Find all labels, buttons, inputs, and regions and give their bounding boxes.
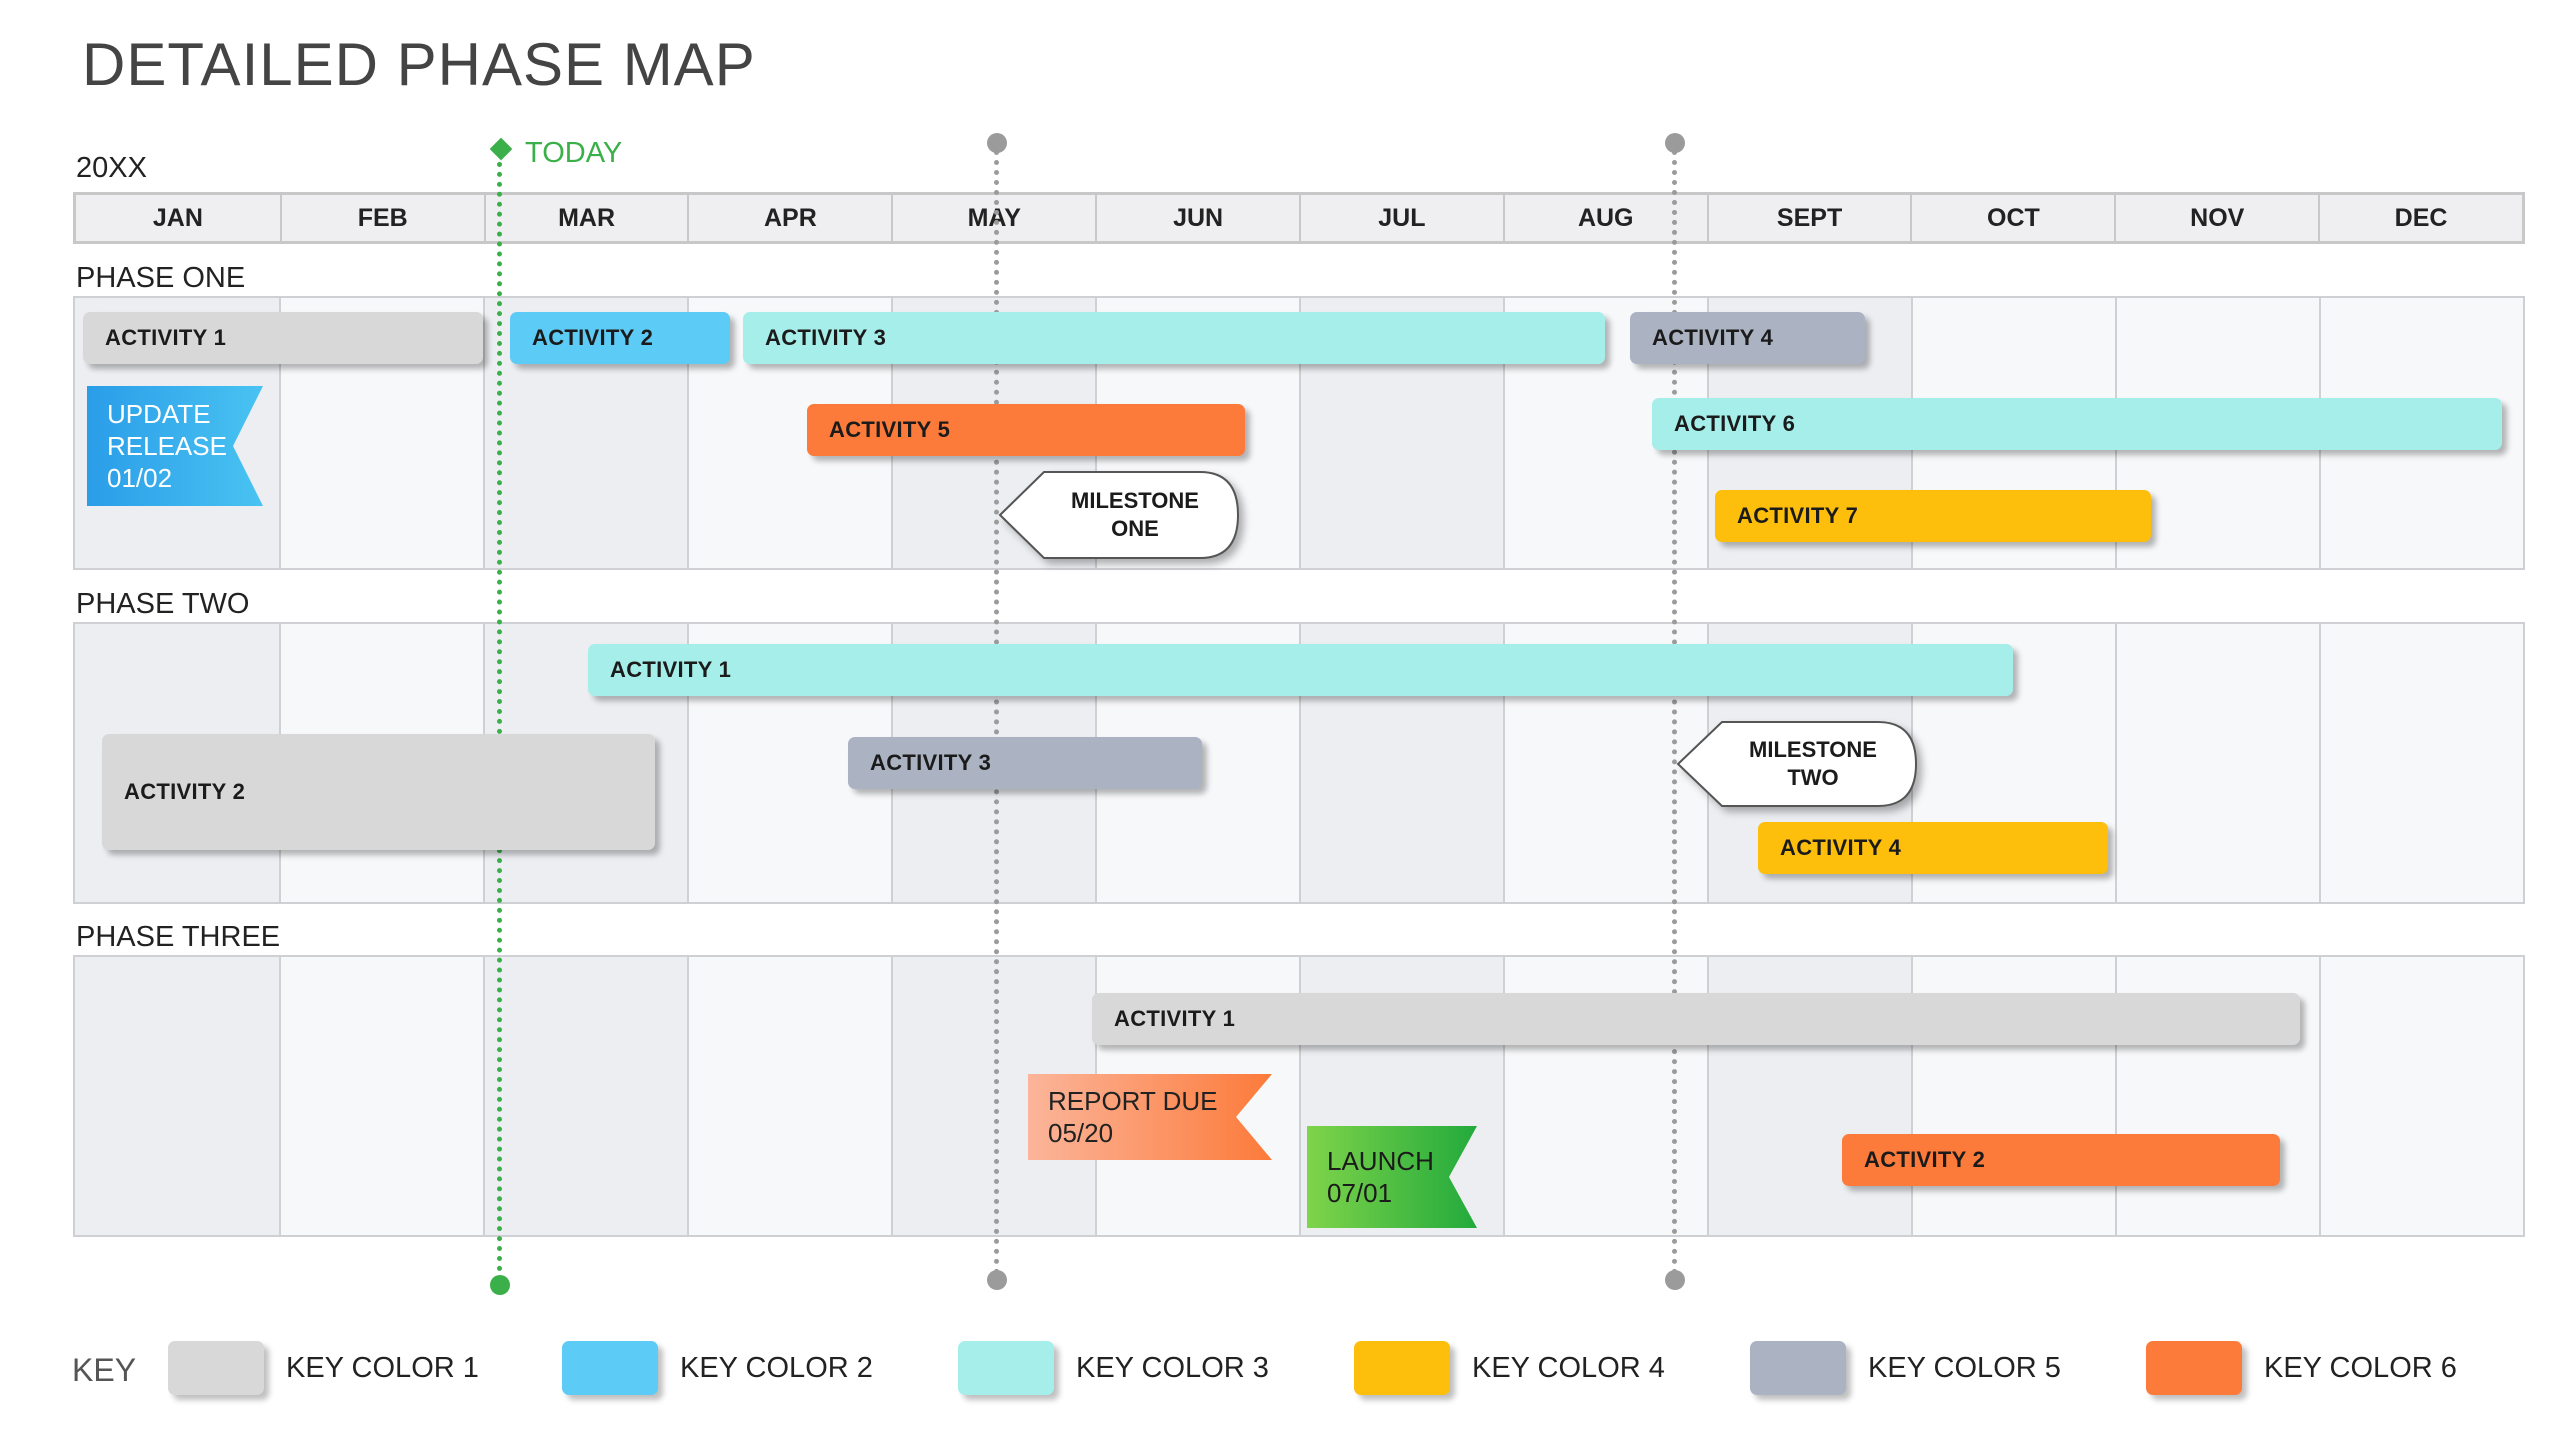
update-release-text: UPDATE RELEASE 01/02: [107, 399, 227, 493]
phase-one-activity-2[interactable]: ACTIVITY 2: [510, 312, 730, 364]
milestone-two-line-top-dot: [1665, 133, 1685, 153]
today-line: [497, 152, 502, 1282]
month-feb: FEB: [279, 195, 484, 241]
milestone-one-line-top-dot: [987, 133, 1007, 153]
month-jan: JAN: [152, 203, 203, 232]
month-jul: JUL: [1298, 195, 1503, 241]
key-text-3: KEY COLOR 3: [1076, 1351, 1269, 1384]
month-apr: APR: [687, 195, 891, 241]
page-title: DETAILED PHASE MAP: [82, 31, 756, 98]
key-swatch-4: [1354, 1341, 1450, 1395]
launch-text: LAUNCH 07/01: [1327, 1146, 1434, 1208]
phase-two-activity-1[interactable]: ACTIVITY 1: [588, 644, 2013, 696]
key-item-1: KEY COLOR 1: [168, 1340, 479, 1396]
launch-flag: LAUNCH 07/01: [1307, 1126, 1477, 1228]
key-text-4: KEY COLOR 4: [1472, 1351, 1665, 1384]
milestone-two-line-bottom-dot: [1665, 1270, 1685, 1290]
key-text-6: KEY COLOR 6: [2264, 1351, 2457, 1384]
key-swatch-2: [562, 1341, 658, 1395]
key-swatch-3: [958, 1341, 1054, 1395]
report-due-text: REPORT DUE 05/20: [1048, 1086, 1218, 1148]
phase-one-activity-4[interactable]: ACTIVITY 4: [1630, 312, 1865, 364]
report-due-flag: REPORT DUE 05/20: [1028, 1074, 1272, 1160]
phase-two-activity-3[interactable]: ACTIVITY 3: [848, 737, 1202, 789]
key-swatch-5: [1750, 1341, 1846, 1395]
today-label: TODAY: [525, 137, 623, 169]
phase-one-activity-6[interactable]: ACTIVITY 6: [1652, 398, 2502, 450]
key-text-2: KEY COLOR 2: [680, 1351, 873, 1384]
phase-one-label: PHASE ONE: [76, 262, 246, 294]
month-jun: JUN: [1095, 195, 1299, 241]
phase-two-label: PHASE TWO: [76, 588, 250, 620]
phase-one-activity-1[interactable]: ACTIVITY 1: [83, 312, 483, 364]
phase-one-activity-3[interactable]: ACTIVITY 3: [743, 312, 1605, 364]
milestone-one-line: [994, 150, 999, 1275]
phase-one-activity-7[interactable]: ACTIVITY 7: [1715, 490, 2151, 542]
key-text-5: KEY COLOR 5: [1868, 1351, 2061, 1384]
key-text-1: KEY COLOR 1: [286, 1351, 479, 1384]
month-mar: MAR: [483, 195, 688, 241]
month-oct: OCT: [1910, 195, 2114, 241]
update-release-flag: UPDATE RELEASE 01/02: [87, 386, 263, 506]
key-item-6: KEY COLOR 6: [2146, 1340, 2457, 1396]
key-item-2: KEY COLOR 2: [562, 1340, 873, 1396]
key-label: KEY: [72, 1352, 137, 1388]
phase-one-activity-5[interactable]: ACTIVITY 5: [807, 404, 1245, 456]
key-item-3: KEY COLOR 3: [958, 1340, 1269, 1396]
key-item-5: KEY COLOR 5: [1750, 1340, 2061, 1396]
month-aug: AUG: [1502, 195, 1707, 241]
phase-three-activity-1[interactable]: ACTIVITY 1: [1092, 993, 2300, 1045]
milestone-one-line-bottom-dot: [987, 1270, 1007, 1290]
today-line-end-dot: [490, 1275, 510, 1295]
key-swatch-1: [168, 1341, 264, 1395]
key-item-4: KEY COLOR 4: [1354, 1340, 1665, 1396]
month-header: JAN FEB MAR APR MAY JUN JUL AUG SEPT OCT…: [73, 192, 2525, 244]
year-label: 20XX: [76, 152, 147, 184]
month-sept: SEPT: [1706, 195, 1911, 241]
key-swatch-6: [2146, 1341, 2242, 1395]
phase-two-activity-2[interactable]: ACTIVITY 2: [102, 734, 655, 850]
phase-two-activity-4[interactable]: ACTIVITY 4: [1758, 822, 2108, 874]
phase-three-label: PHASE THREE: [76, 921, 281, 953]
month-nov: NOV: [2114, 195, 2318, 241]
phase-three-activity-2[interactable]: ACTIVITY 2: [1842, 1134, 2280, 1186]
milestone-two-line: [1672, 150, 1677, 1275]
month-dec: DEC: [2318, 195, 2522, 241]
